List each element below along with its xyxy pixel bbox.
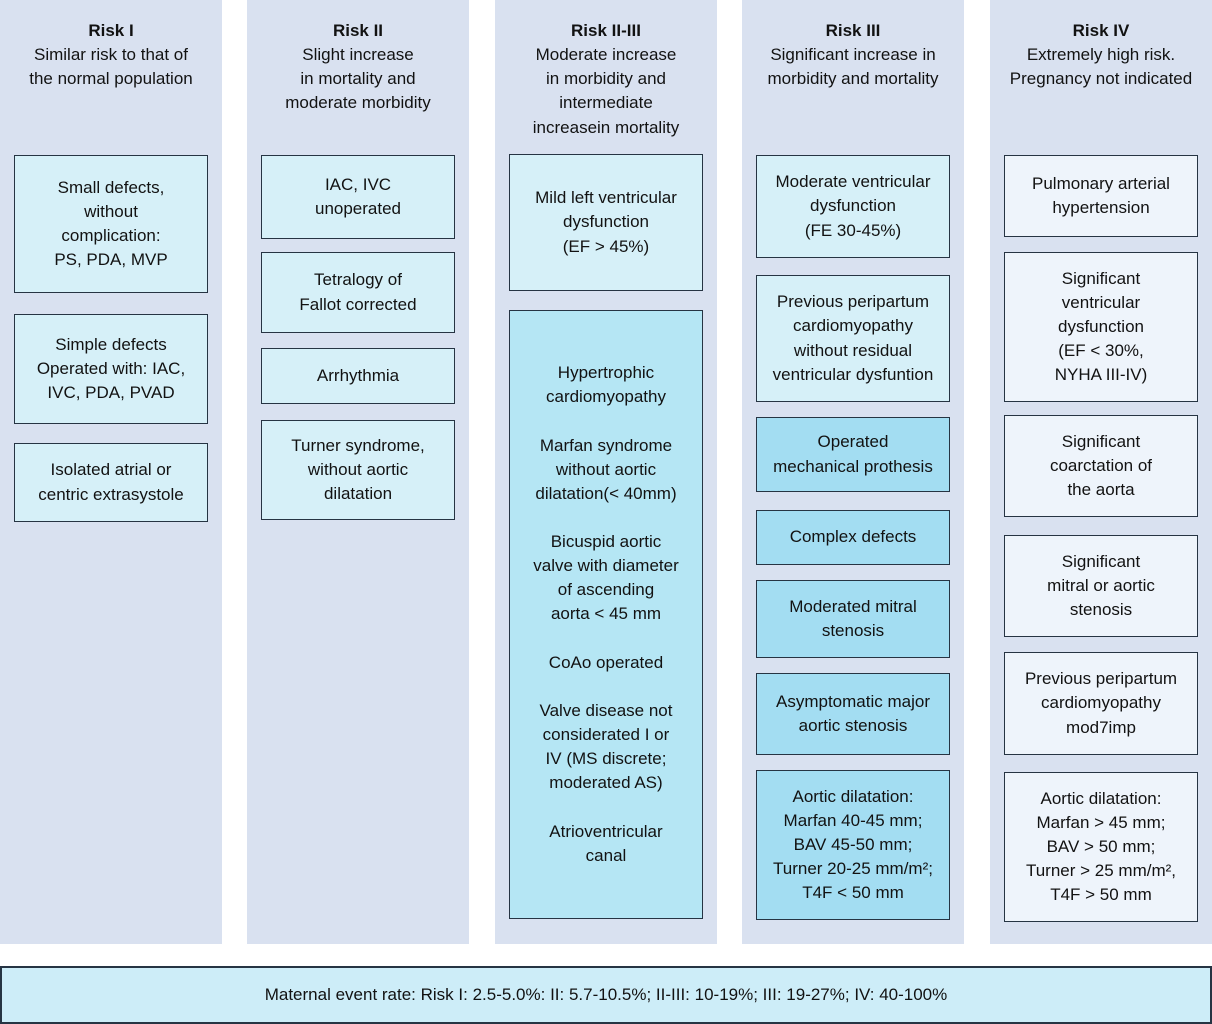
risk-column-1: Risk I Similar risk to that of the norma… [0, 0, 222, 944]
risk-box: Asymptomatic major aortic stenosis [756, 673, 950, 755]
column-header: Risk II-III Moderate increase in morbidi… [495, 0, 717, 140]
risk-box-text: Previous peripartum cardiomyopathy witho… [772, 292, 934, 384]
column-header: Risk I Similar risk to that of the norma… [0, 0, 222, 91]
risk-box: Moderated mitral stenosis [756, 580, 950, 658]
risk-box: Simple defects Operated with: IAC, IVC, … [14, 314, 208, 424]
risk-box: Significant ventricular dysfunction (EF … [1004, 252, 1198, 402]
column-subtitle: Slight increase in mortality and moderat… [285, 45, 431, 113]
risk-box: Significant coarctation of the aorta [1004, 415, 1198, 517]
risk-box: Complex defects [756, 510, 950, 565]
risk-column-4: Risk IV Extremely high risk. Pregnancy n… [990, 0, 1212, 944]
maternal-event-rate-note: Maternal event rate: Risk I: 2.5-5.0%: I… [0, 966, 1212, 1024]
column-subtitle: Similar risk to that of the normal popul… [29, 45, 193, 89]
maternal-event-rate-text: Maternal event rate: Risk I: 2.5-5.0%: I… [264, 985, 948, 1004]
risk-box-text: Mild left ventricular dysfunction (EF > … [535, 188, 677, 256]
risk-box-text: Small defects, without complication: PS,… [54, 177, 168, 270]
risk-box-text: Significant coarctation of the aorta [1049, 431, 1153, 500]
risk-box-text: Previous peripartum cardiomyopathy mod7i… [1024, 669, 1178, 737]
risk-box-text: Aortic dilatation: Marfan 40-45 mm; BAV … [773, 786, 933, 903]
risk-box-text: IAC, IVC unoperated [314, 174, 402, 218]
column-title: Risk IV [1072, 21, 1130, 40]
risk-box: Hypertrophic cardiomyopathy Marfan syndr… [509, 310, 703, 919]
risk-box-text: Asymptomatic major aortic stenosis [776, 691, 930, 735]
risk-box: Previous peripartum cardiomyopathy witho… [756, 275, 950, 402]
risk-box: Significant mitral or aortic stenosis [1004, 535, 1198, 637]
risk-box: Small defects, without complication: PS,… [14, 155, 208, 293]
risk-box: Arrhythmia [261, 348, 455, 404]
risk-box-text: Hypertrophic cardiomyopathy Marfan syndr… [533, 363, 679, 865]
risk-box: Previous peripartum cardiomyopathy mod7i… [1004, 652, 1198, 755]
risk-box: Aortic dilatation: Marfan > 45 mm; BAV >… [1004, 772, 1198, 922]
column-header: Risk III Significant increase in morbidi… [742, 0, 964, 91]
column-header: Risk II Slight increase in mortality and… [247, 0, 469, 116]
risk-box: Pulmonary arterial hypertension [1004, 155, 1198, 237]
risk-box: Operated mechanical prothesis [756, 417, 950, 492]
risk-box-text: Significant ventricular dysfunction (EF … [1054, 268, 1148, 385]
risk-column-3: Risk III Significant increase in morbidi… [742, 0, 964, 944]
risk-box-text: Simple defects Operated with: IAC, IVC, … [36, 334, 186, 403]
column-title: Risk III [825, 21, 881, 40]
risk-box-text: Pulmonary arterial hypertension [1032, 173, 1170, 217]
column-title: Risk I [88, 21, 134, 40]
risk-box-text: Moderated mitral stenosis [789, 596, 917, 640]
column-title: Risk II [332, 21, 384, 40]
risk-box: Tetralogy of Fallot corrected [261, 252, 455, 333]
risk-box-text: Complex defects [789, 527, 917, 547]
column-title: Risk II-III [571, 21, 641, 40]
risk-box-text: Moderate ventricular dysfunction (FE 30-… [775, 172, 931, 240]
risk-box-text: Tetralogy of Fallot corrected [299, 270, 417, 314]
risk-box: Mild left ventricular dysfunction (EF > … [509, 154, 703, 291]
risk-box: IAC, IVC unoperated [261, 155, 455, 239]
risk-box: Aortic dilatation: Marfan 40-45 mm; BAV … [756, 770, 950, 920]
risk-box-text: Turner syndrome, without aortic dilatati… [291, 435, 425, 504]
column-subtitle: Significant increase in morbidity and mo… [767, 45, 939, 89]
risk-box: Turner syndrome, without aortic dilatati… [261, 420, 455, 520]
risk-column-2: Risk II Slight increase in mortality and… [247, 0, 469, 944]
risk-box: Moderate ventricular dysfunction (FE 30-… [756, 155, 950, 258]
risk-box-text: Significant mitral or aortic stenosis [1047, 551, 1155, 620]
column-subtitle: Moderate increase in morbidity and inter… [532, 45, 680, 137]
risk-box: Isolated atrial or centric extrasystole [14, 443, 208, 522]
risk-box-text: Aortic dilatation: Marfan > 45 mm; BAV >… [1025, 788, 1177, 905]
risk-box-text: Isolated atrial or centric extrasystole [38, 460, 184, 504]
risk-box-text: Arrhythmia [316, 365, 400, 385]
column-subtitle: Extremely high risk. Pregnancy not indic… [1009, 45, 1193, 89]
column-header: Risk IV Extremely high risk. Pregnancy n… [990, 0, 1212, 91]
risk-box-text: Operated mechanical prothesis [773, 432, 933, 476]
risk-column-2-3: Risk II-III Moderate increase in morbidi… [495, 0, 717, 944]
